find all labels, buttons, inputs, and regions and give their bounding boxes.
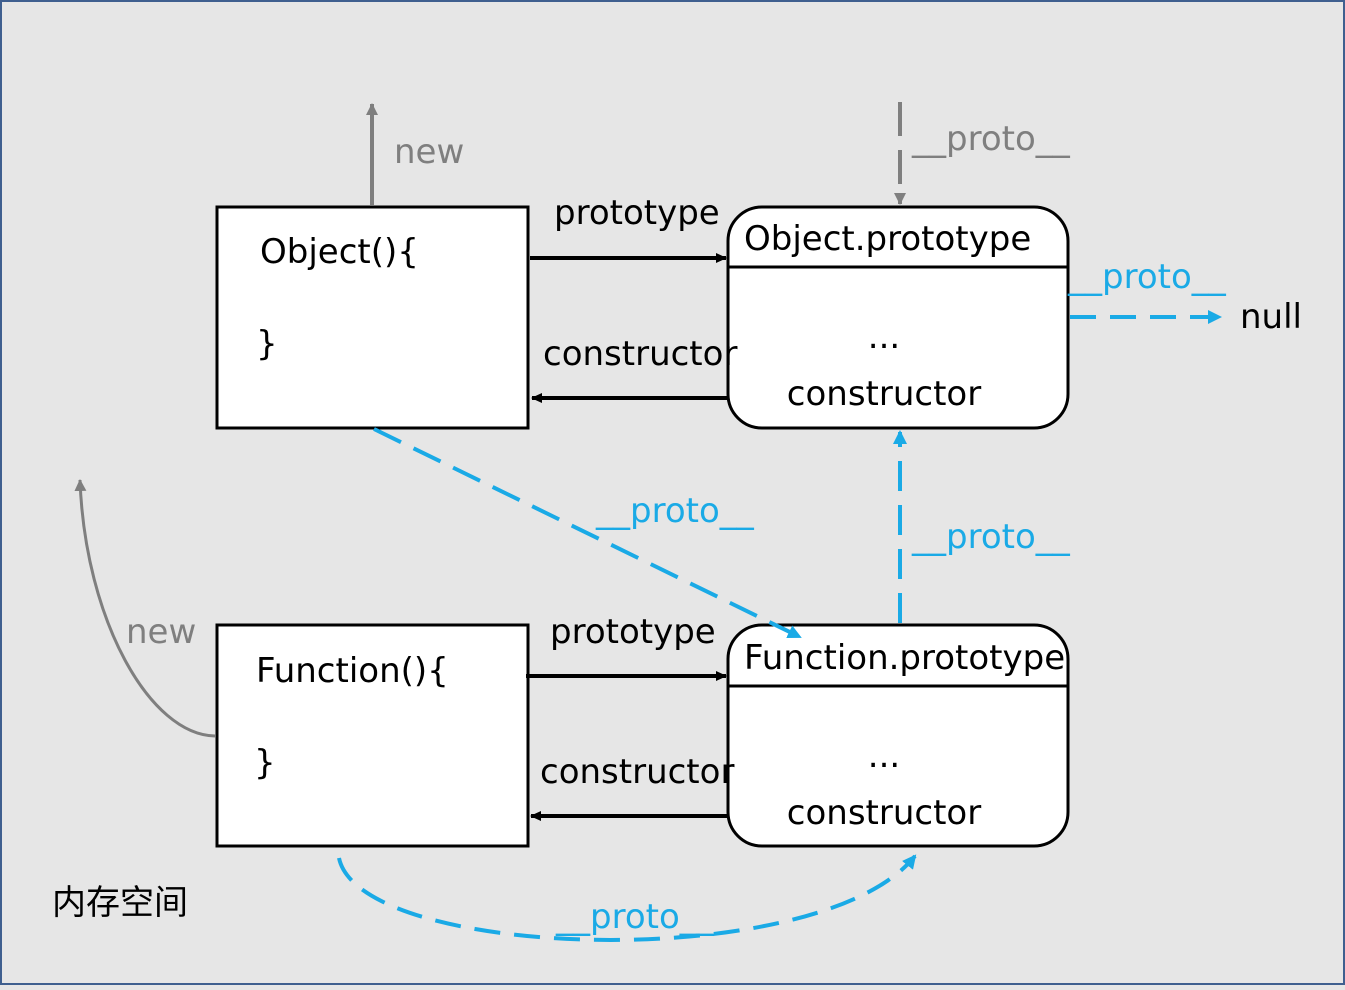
function-fn-open: Function(){ — [256, 651, 449, 691]
object-new-label: new — [394, 132, 464, 172]
function-fn-proto-label: __proto__ — [555, 897, 715, 937]
object-constructor-label: constructor — [543, 334, 737, 374]
function-constructor-label: constructor — [540, 752, 734, 792]
function-new-arrow — [74, 479, 216, 738]
function-prototype-constructor: constructor — [787, 793, 981, 833]
object-prototype-dots: ... — [868, 317, 900, 357]
object-prototype-proto-in-label: __proto__ — [911, 119, 1071, 159]
object-prototype-box: Object.prototype ... constructor — [726, 205, 1070, 430]
object-fn-open: Object(){ — [260, 232, 419, 272]
object-prototype-to-null-label: __proto__ — [1067, 257, 1227, 297]
object-fn-proto-label: __proto__ — [595, 491, 755, 531]
function-prototype-label: prototype — [550, 612, 716, 652]
object-prototype-label: prototype — [554, 193, 720, 233]
null-label: null — [1240, 297, 1302, 337]
function-prototype-title: Function.prototype — [744, 638, 1065, 678]
function-fn-close: } — [254, 743, 276, 783]
object-constructor-box: Object(){ } — [215, 205, 530, 430]
memory-space-label: 内存空间 — [52, 883, 188, 923]
object-fn-proto-arrow — [373, 427, 802, 639]
function-prototype-proto-label: __proto__ — [911, 517, 1071, 557]
function-constructor-box: Function(){ } — [215, 623, 530, 848]
function-prototype-box: Function.prototype ... constructor — [726, 623, 1070, 848]
function-new-label: new — [126, 612, 196, 652]
function-fn-proto-arrow — [337, 854, 917, 942]
function-prototype-dots: ... — [868, 736, 900, 776]
object-prototype-title: Object.prototype — [744, 219, 1031, 259]
object-fn-close: } — [256, 324, 278, 364]
object-prototype-constructor: constructor — [787, 374, 981, 414]
